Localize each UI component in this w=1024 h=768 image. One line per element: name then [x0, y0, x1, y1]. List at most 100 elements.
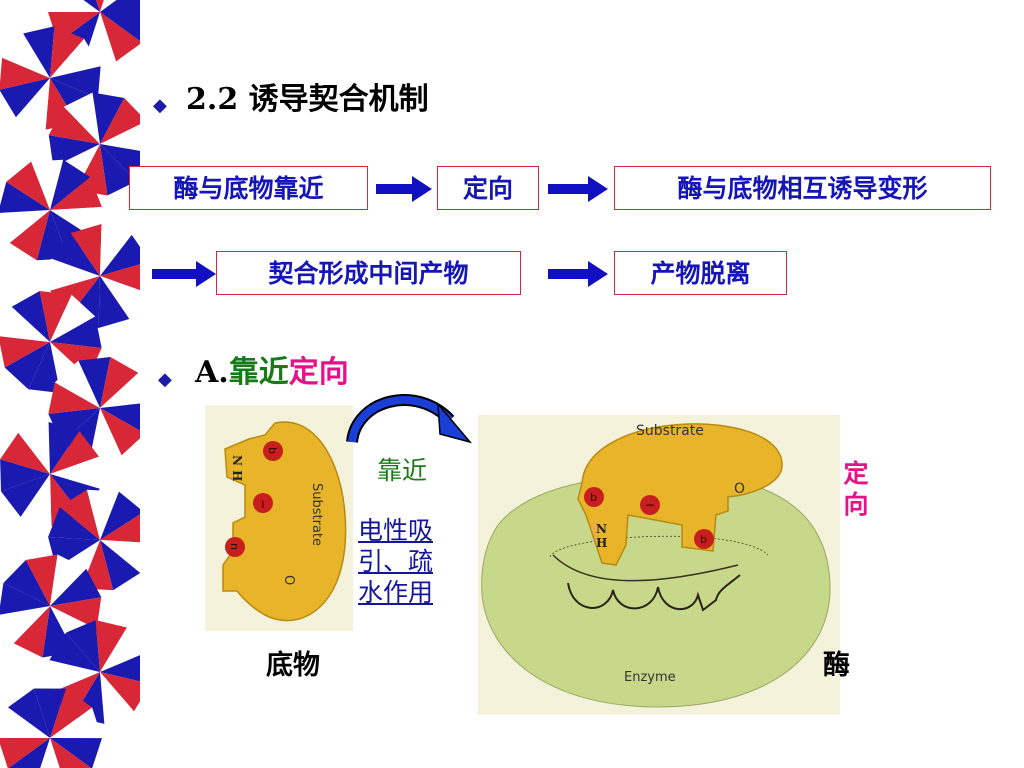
enzyme-label: Enzyme	[624, 670, 676, 685]
pinwheel-segment	[8, 738, 50, 768]
charge-minus: −	[645, 498, 655, 512]
pinwheel-segment	[49, 632, 100, 672]
pinwheel-segment	[48, 382, 100, 414]
curved-arrow-icon	[346, 394, 473, 444]
bullet-icon: ◆	[153, 95, 167, 116]
bond-label: 电性吸 引、疏 水作用	[358, 515, 468, 608]
substrate-label: Substrate	[636, 423, 704, 439]
step-intermediate: 契合形成中间产物	[216, 251, 521, 295]
pinwheel-segment	[25, 554, 58, 606]
pinwheel-segment	[6, 161, 50, 210]
pinwheel-segment	[48, 422, 80, 474]
pinwheel-segment	[100, 0, 140, 12]
arrow-right-icon	[548, 176, 608, 202]
pinwheel-segment	[9, 210, 50, 261]
o-label: O	[734, 481, 745, 497]
pinwheel-segment	[18, 422, 50, 474]
pinwheel-segment	[50, 738, 92, 768]
charge-n: n	[228, 543, 241, 550]
nh-label: H	[596, 536, 607, 550]
charge-minus: −	[256, 499, 270, 509]
pinwheel-segment	[100, 12, 140, 42]
pinwheel-segment	[100, 372, 140, 408]
pinwheel-segment	[0, 181, 50, 213]
pinwheel-segment	[50, 738, 102, 768]
substrate-label: Substrate	[309, 483, 324, 546]
pinwheel-segment	[63, 92, 100, 144]
pinwheel-segment	[50, 38, 101, 78]
pinwheel-segment	[48, 0, 100, 12]
sub-heading-orientation: 定向	[288, 355, 349, 390]
pinwheel-segment	[3, 559, 51, 606]
pinwheel-segment	[100, 276, 140, 319]
pinwheel-segment	[0, 210, 50, 243]
arrow-right-icon	[152, 261, 216, 287]
pinwheel-segment	[100, 357, 139, 408]
pinwheel-segment	[89, 408, 122, 459]
pinwheel-segment	[100, 98, 140, 144]
pinwheel-segment	[95, 620, 127, 672]
bullet-icon: ◆	[158, 369, 172, 390]
charge-b: b	[590, 491, 597, 504]
pinwheel-segment	[51, 233, 100, 276]
pinwheel-segment	[28, 342, 61, 393]
pinwheel-segment	[0, 582, 50, 615]
pinwheel-segment	[50, 456, 100, 489]
pinwheel-segment	[100, 540, 140, 573]
pinwheel-segment	[100, 514, 140, 543]
charge-n: b	[700, 533, 707, 546]
pinwheel-segment	[11, 291, 51, 342]
pinwheel-segment	[50, 66, 101, 99]
bond-line: 水作用	[358, 578, 434, 607]
pinwheel-segment	[66, 620, 100, 672]
pinwheel-segment	[50, 159, 91, 210]
step-product-release: 产物脱离	[614, 251, 787, 295]
pinwheel-segment	[83, 0, 100, 12]
pinwheel-segment	[50, 177, 102, 210]
step-induced-deformation: 酶与底物相互诱导变形	[614, 166, 991, 210]
sub-heading-prefix: A.	[195, 355, 229, 390]
pinwheel-segment	[100, 655, 140, 682]
pinwheel-segment	[4, 342, 51, 390]
nh-label: N H	[230, 455, 244, 481]
pinwheel-segment	[48, 135, 100, 167]
pinwheel-segment	[13, 606, 50, 658]
pinwheel-segment	[40, 738, 60, 768]
pinwheel-segment	[83, 12, 117, 62]
pinwheel-segment	[100, 264, 140, 291]
pinwheel-segment	[100, 224, 132, 276]
pinwheel-segment	[50, 707, 102, 739]
pinwheel-segment	[78, 357, 111, 408]
pinwheel-segment	[50, 568, 102, 606]
pinwheel-segment	[0, 78, 50, 118]
pinwheel-segment	[100, 540, 140, 591]
substrate-caption: 底物	[266, 650, 320, 681]
pinwheel-segment	[7, 688, 50, 738]
decorative-border	[0, 0, 140, 768]
pinwheel-segment	[50, 688, 93, 738]
enzyme-illustration: b − b Substrate O N H Enzyme	[478, 415, 840, 715]
pinwheel-segment	[0, 606, 50, 644]
pinwheel-segment	[0, 707, 50, 738]
pinwheel-segment	[100, 124, 140, 151]
pinwheel-segment	[1, 474, 51, 517]
pinwheel-segment	[34, 688, 67, 738]
pinwheel-segment	[0, 432, 50, 474]
pinwheel-segment	[50, 431, 99, 474]
pinwheel-segment	[70, 224, 102, 276]
pinwheel-segment	[100, 144, 137, 196]
sub-heading: A.靠近定向	[195, 355, 349, 391]
pinwheel-segment	[50, 258, 100, 291]
pinwheel-segment	[100, 491, 140, 540]
pinwheel-segment	[0, 737, 50, 768]
pinwheel-segment	[50, 26, 85, 78]
pinwheel-segment	[50, 554, 87, 606]
step-approach: 酶与底物靠近	[129, 166, 368, 210]
pinwheel-segment	[0, 57, 50, 90]
pinwheel-segment	[100, 408, 140, 456]
bond-line: 电性吸	[358, 516, 434, 545]
pinwheel-segment	[15, 78, 50, 130]
pinwheel-segment	[48, 106, 100, 144]
pinwheel-segment	[98, 276, 130, 328]
pinwheel-segment	[50, 597, 102, 630]
